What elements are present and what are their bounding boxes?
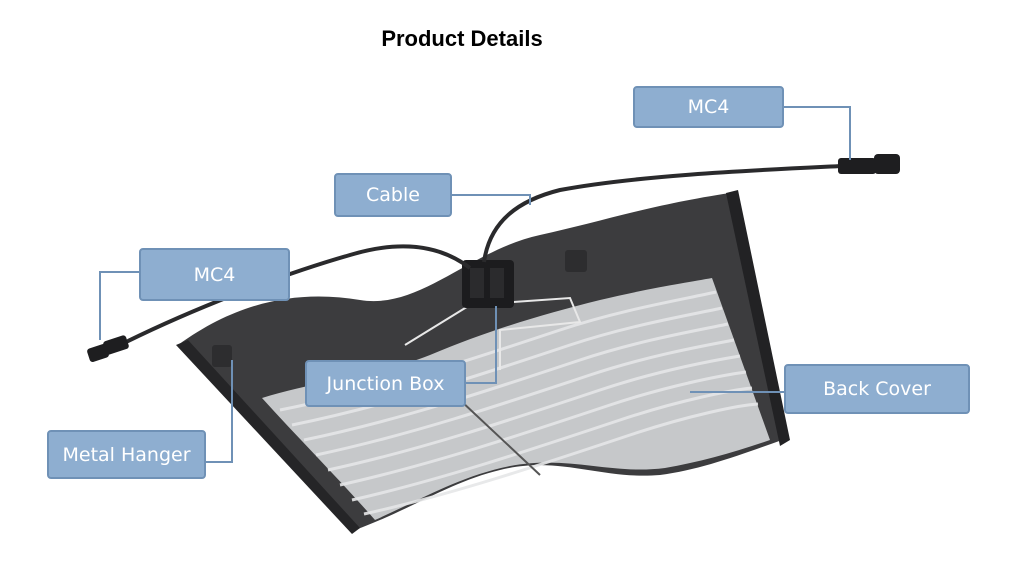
junction-outline bbox=[404, 296, 582, 370]
callout-mc4-left: MC4 bbox=[139, 248, 290, 301]
callout-back-cover: Back Cover bbox=[784, 364, 970, 414]
callout-junction-box: Junction Box bbox=[305, 360, 466, 407]
cable-right bbox=[482, 164, 843, 263]
page-title-wrap: Product Details bbox=[362, 26, 562, 52]
callout-metal-hanger: Metal Hanger bbox=[47, 430, 206, 479]
mc4-connector-left bbox=[87, 335, 129, 362]
panel-edge-right bbox=[726, 190, 790, 446]
hanger-lug-right bbox=[565, 250, 587, 272]
callout-junction-box-label: Junction Box bbox=[326, 372, 445, 395]
panel-seam bbox=[459, 399, 541, 476]
callout-cable-label: Cable bbox=[366, 184, 420, 206]
callout-cable: Cable bbox=[334, 173, 452, 217]
callout-mc4-top: MC4 bbox=[633, 86, 784, 128]
mc4-connector-right bbox=[838, 154, 900, 174]
cable-left bbox=[119, 244, 472, 347]
callout-metal-hanger-label: Metal Hanger bbox=[62, 443, 191, 466]
page-title: Product Details bbox=[381, 26, 543, 51]
callout-mc4-left-label: MC4 bbox=[193, 263, 236, 286]
back-cover-waves bbox=[279, 290, 759, 516]
callout-back-cover-label: Back Cover bbox=[823, 378, 931, 400]
callout-mc4-top-label: MC4 bbox=[687, 96, 730, 118]
leader-lines bbox=[99, 106, 851, 463]
panel-edge-left bbox=[176, 340, 360, 534]
hanger-lug-left bbox=[212, 345, 232, 367]
